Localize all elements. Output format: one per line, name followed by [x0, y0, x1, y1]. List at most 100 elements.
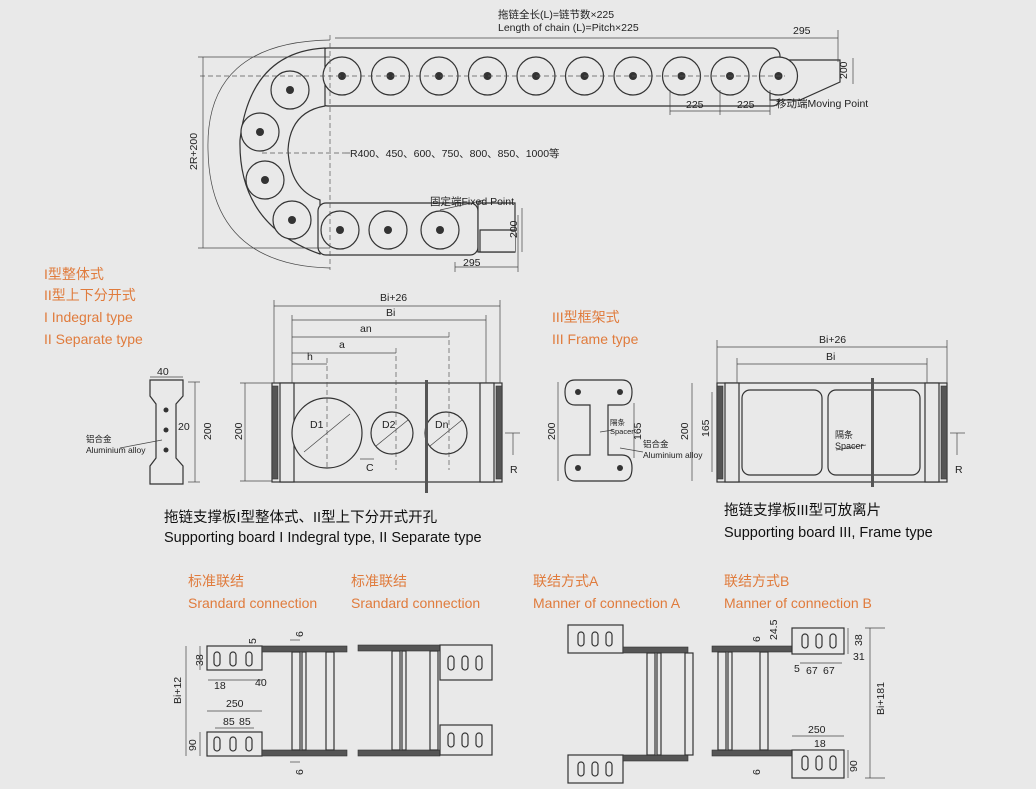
dim-an: an — [360, 323, 372, 335]
manner-b-cn: 联结方式B — [724, 573, 790, 589]
chain-link-hole — [436, 226, 444, 234]
chain-link-hole — [384, 226, 392, 234]
chain-length-en: Length of chain (L)=Pitch×225 — [498, 22, 639, 34]
alloy-en-label: Aluminium alloy — [86, 445, 146, 455]
board-iii-caption-cn: 拖链支撑板III型可放离片 — [724, 503, 882, 519]
dim-bi26-iii: Bi+26 — [819, 334, 846, 346]
std-dim-18: 18 — [214, 680, 226, 692]
dim-200-fixed: 200 — [508, 220, 520, 238]
dim-200-side: 200 — [202, 422, 214, 440]
type-ii-en: II Separate type — [44, 331, 143, 347]
board-i-ii-drawing — [240, 300, 520, 493]
type-ii-cn: II型上下分开式 — [44, 287, 136, 303]
b-dim-67b: 67 — [823, 665, 835, 677]
label-dn: Dn — [435, 419, 449, 431]
std-dim-bi12: Bi+12 — [172, 677, 184, 704]
type-iii-cn: III型框架式 — [552, 309, 620, 325]
type-iii-en: III Frame type — [552, 331, 639, 347]
std-connection-2-cn: 标准联结 — [351, 573, 407, 589]
std-dim-40: 40 — [255, 677, 267, 689]
label-r: R — [510, 464, 518, 476]
b-dim-6-bottom: 6 — [751, 769, 763, 775]
dim-2r-200: 2R+200 — [188, 133, 200, 170]
alloy-en-label-iii: Aluminium alloy — [643, 450, 703, 460]
moving-point-label: 移动端Moving Point — [776, 97, 868, 110]
spacer-cn-small: 隔条 — [610, 417, 625, 427]
type-i-en: I Indegral type — [44, 309, 133, 325]
connection-b-drawing — [711, 627, 885, 779]
std-dim-85b: 85 — [239, 716, 251, 728]
dim-225-b: 225 — [737, 99, 755, 111]
board-i-ii-caption-cn: 拖链支撑板I型整体式、II型上下分开式开孔 — [164, 510, 438, 526]
dim-20: 20 — [178, 421, 190, 433]
side-plate-i — [119, 376, 200, 485]
dim-bi: Bi — [386, 307, 395, 319]
dim-bi-iii: Bi — [826, 351, 835, 363]
std-dim-6-top: 6 — [294, 631, 306, 637]
dim-165-side: 165 — [632, 422, 644, 440]
b-dim-250: 250 — [808, 724, 826, 736]
alloy-cn-label: 铝合金 — [86, 434, 112, 444]
manner-a-en: Manner of connection A — [533, 595, 681, 611]
label-d1: D1 — [310, 419, 324, 431]
connection-a-drawing — [567, 624, 694, 784]
std-connection-1-cn: 标准联结 — [188, 573, 244, 589]
label-d2: D2 — [382, 419, 396, 431]
chain-length-cn: 拖链全长(L)=链节数×225 — [498, 8, 614, 21]
dim-200-right: 200 — [838, 61, 850, 79]
manner-a-cn: 联结方式A — [533, 573, 599, 589]
dim-165-iii: 165 — [700, 419, 712, 437]
label-r-iii: R — [955, 464, 963, 476]
side-plate-iii — [557, 379, 644, 482]
dim-295-top: 295 — [793, 25, 811, 37]
chain-link-hole — [286, 86, 294, 94]
std-dim-38: 38 — [194, 654, 206, 666]
std-connection-2-en: Srandard connection — [351, 595, 481, 611]
chain-link-hole — [288, 216, 296, 224]
chain-link-hole — [336, 226, 344, 234]
dim-295-bottom: 295 — [463, 257, 481, 269]
chain-link-hole — [256, 128, 264, 136]
std-dim-250: 250 — [226, 698, 244, 710]
radius-label: R400、450、600、750、800、850、1000等 — [350, 147, 560, 160]
b-dim-18: 18 — [814, 738, 826, 750]
dim-200-side-iii: 200 — [546, 422, 558, 440]
fixed-point-label: 固定端Fixed Point — [430, 195, 514, 208]
b-dim-38: 38 — [853, 634, 865, 646]
dim-a: a — [339, 339, 345, 351]
dim-200-board: 200 — [233, 422, 245, 440]
std-dim-6-bottom: 6 — [294, 769, 306, 775]
spacer-en: Spacer — [835, 441, 864, 451]
dim-200-iii: 200 — [679, 422, 691, 440]
alloy-cn-label-iii: 铝合金 — [643, 439, 669, 449]
spacer-cn: 隔条 — [835, 429, 853, 440]
b-dim-90: 90 — [848, 760, 860, 772]
std-connection-1-en: Srandard connection — [188, 595, 318, 611]
drag-chain-drawing — [198, 30, 854, 272]
std-dim-90: 90 — [187, 739, 199, 751]
std-dim-85a: 85 — [223, 716, 235, 728]
b-dim-6: 6 — [751, 636, 763, 642]
chain-link-hole — [483, 72, 492, 80]
board-iii-caption-en: Supporting board III, Frame type — [724, 525, 933, 541]
b-dim-bi181: Bi+181 — [875, 682, 887, 715]
dim-225-a: 225 — [686, 99, 704, 111]
chain-link-hole — [261, 176, 269, 184]
b-dim-31: 31 — [853, 651, 865, 663]
std-connection-2-drawing — [357, 644, 493, 757]
chain-link-hole — [386, 72, 395, 80]
b-dim-67a: 67 — [806, 665, 818, 677]
b-dim-5: 5 — [794, 663, 800, 675]
type-i-cn: I型整体式 — [44, 266, 104, 282]
dim-bi26: Bi+26 — [380, 292, 407, 304]
spacer-en-small: Spacer — [610, 427, 634, 436]
label-c: C — [366, 462, 374, 474]
dim-40: 40 — [157, 366, 169, 378]
manner-b-en: Manner of connection B — [724, 595, 872, 611]
b-dim-24-5: 24.5 — [768, 619, 780, 640]
dim-h: h — [307, 351, 313, 363]
std-connection-1-drawing — [185, 639, 348, 763]
board-iii-drawing — [691, 340, 965, 487]
chain-link-hole — [338, 72, 346, 80]
